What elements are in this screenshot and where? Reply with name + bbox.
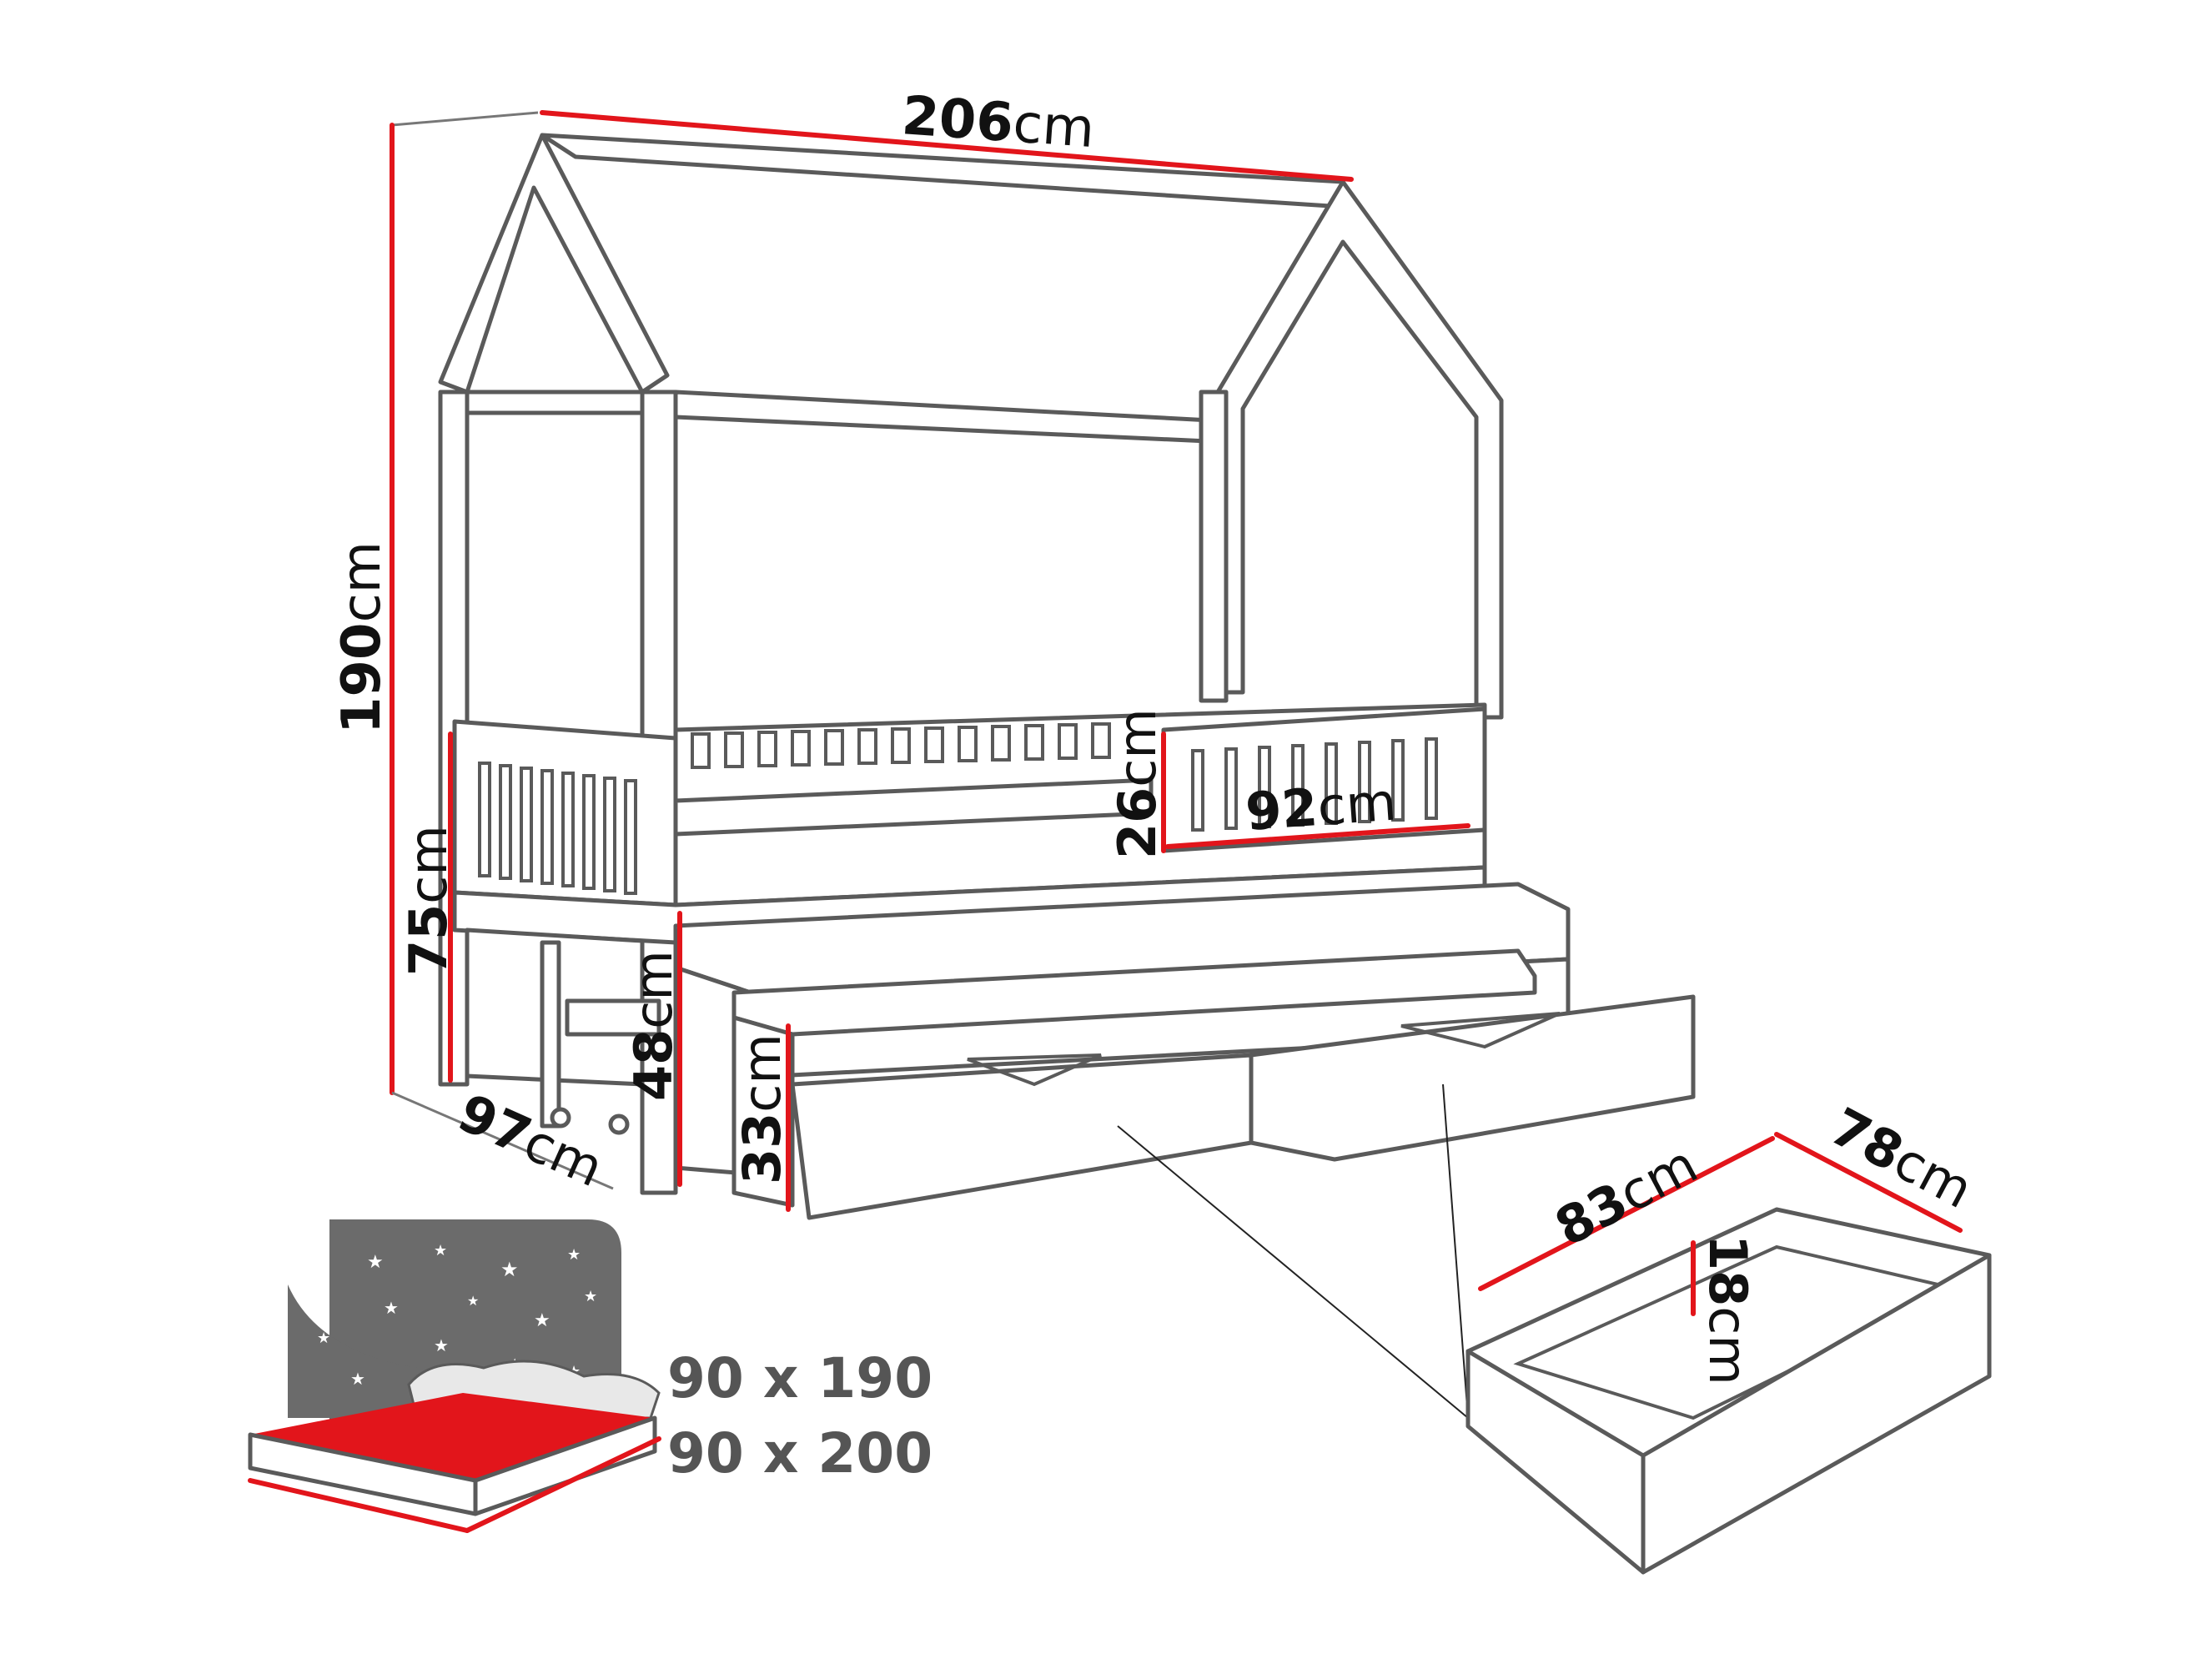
back-rail-slats: [691, 722, 1111, 769]
drawer-box-front: [1641, 1253, 1992, 1575]
mattress-length-line: [248, 1478, 470, 1533]
svg-text:★: ★: [567, 1246, 581, 1263]
drawer-detail: [1465, 1132, 1992, 1575]
wheel-right: [608, 1114, 630, 1135]
guard-slats: [1191, 737, 1438, 832]
svg-text:★: ★: [384, 1300, 399, 1318]
night-sky-curl: [288, 1284, 417, 1418]
drawer-depth-line: [1478, 1136, 1775, 1291]
guard-height-label: 26cm: [1107, 708, 1168, 859]
right-back-post: [1199, 390, 1229, 703]
main-dimension-lines: [390, 110, 1470, 1212]
mattress-size-2: 90 x 200: [667, 1421, 933, 1486]
svg-text:★: ★: [434, 1242, 447, 1259]
svg-text:★: ★: [350, 1370, 365, 1389]
drawer-bed-front: [731, 1015, 795, 1208]
right-gable: [1215, 179, 1504, 720]
trundle-leg: [540, 940, 561, 1129]
height-label: 190cm: [331, 541, 393, 734]
svg-text:★: ★: [367, 1251, 384, 1272]
mattress-size-1: 90 x 190: [667, 1346, 933, 1410]
svg-text:★: ★: [317, 1330, 330, 1346]
left-end-slats: [478, 762, 637, 895]
depth-line: [391, 1091, 614, 1190]
top-side-bar: [673, 390, 1229, 445]
wheel-left: [550, 1107, 571, 1129]
left-gable: [438, 133, 670, 395]
depth-label: 97cm: [450, 1082, 612, 1199]
rail-board: [673, 777, 1154, 837]
svg-text:★: ★: [467, 1295, 479, 1309]
guard-length-line: [1165, 823, 1470, 849]
drawer-depth-label: 83cm: [1546, 1134, 1707, 1258]
drawer-width-line: [1774, 1132, 1963, 1233]
mattress-side: [473, 1415, 657, 1516]
drawer-height-label: 18cm: [1697, 1234, 1758, 1385]
rail-height-label: 75cm: [398, 825, 459, 976]
svg-text:★: ★: [534, 1310, 550, 1330]
length-label: 206cm: [900, 85, 1097, 160]
left-cross-bar: [465, 390, 645, 415]
mattress-width-line: [465, 1436, 661, 1533]
mattress-top: [250, 1393, 655, 1481]
trundle-handle: [565, 998, 661, 1037]
house-bed: [438, 133, 1696, 1220]
lower-bed-height-label: 48cm: [623, 950, 684, 1101]
drawer-left-handle: [967, 1053, 1102, 1087]
svg-text:★: ★: [584, 1288, 597, 1305]
length-line: [540, 110, 1354, 182]
guard-length-label: 92cm: [1244, 772, 1398, 842]
drawer-leader-left: [1117, 1125, 1469, 1419]
svg-text:★: ★: [434, 1337, 449, 1355]
mattress-icon: ★ ★ ★ ★ ★ ★ ★ ★ ★ ★ ★ ★ ★: [248, 1219, 661, 1533]
stars: ★ ★ ★ ★ ★ ★ ★ ★ ★ ★ ★ ★ ★: [317, 1242, 597, 1389]
drawer-right-front: [1249, 994, 1696, 1162]
drawer-bed-height-label: 33cm: [731, 1033, 792, 1184]
drawer-leader-right: [1442, 1083, 1469, 1419]
svg-text:★: ★: [500, 1259, 519, 1281]
drawer-right-handle: [1400, 1012, 1561, 1049]
